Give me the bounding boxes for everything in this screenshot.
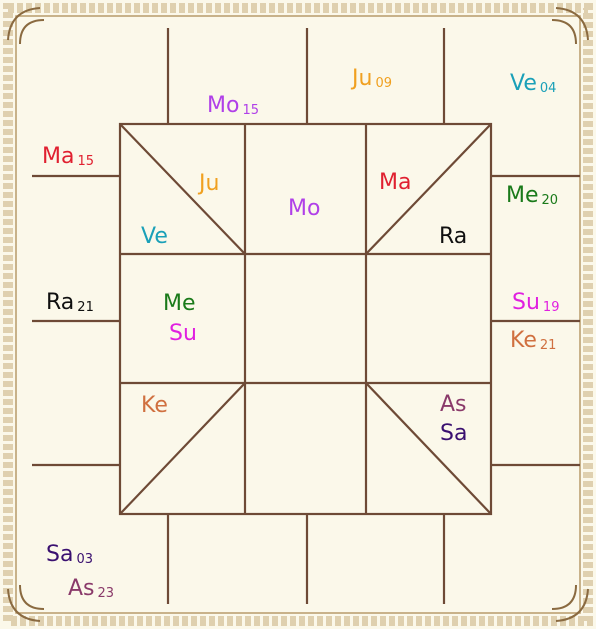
- house-planet-sa: Sa: [440, 423, 467, 445]
- outer-planet-degree: 15: [242, 103, 259, 118]
- house-planet-su: Su: [169, 323, 197, 345]
- outer-planet-name: Su: [512, 290, 540, 315]
- outer-planet-degree: 20: [542, 193, 559, 208]
- outer-planet-name: Ju: [352, 66, 372, 91]
- border-inner-line: [16, 16, 580, 613]
- outer-planet-name: As: [68, 576, 95, 601]
- outer-planet-name: Sa: [46, 542, 73, 567]
- outer-planet-degree: 21: [540, 338, 557, 353]
- outer-planet-degree: 09: [375, 76, 392, 91]
- chart-lines: [32, 28, 580, 604]
- house-planet-mo: Mo: [288, 198, 320, 220]
- outer-planet-name: Mo: [207, 93, 239, 118]
- house-planet-ma: Ma: [379, 172, 411, 194]
- outer-planet-name: Ma: [42, 144, 74, 169]
- outer-planet-degree: 15: [77, 154, 94, 169]
- house-planet-ju: Ju: [199, 173, 219, 195]
- corner-ornament-icon: [8, 8, 588, 621]
- ornamental-border: [8, 8, 588, 621]
- outer-planet-name: Me: [506, 183, 539, 208]
- outer-planet-degree: 04: [540, 81, 557, 96]
- outer-planet-name: Ra: [46, 290, 74, 315]
- outer-planet-degree: 23: [98, 586, 115, 601]
- outer-planet-name: Ve: [510, 71, 537, 96]
- house-planet-as: As: [440, 394, 467, 416]
- house-planet-ke: Ke: [141, 395, 168, 417]
- house-planet-ra: Ra: [439, 226, 467, 248]
- outer-planet-name: Ke: [510, 328, 537, 353]
- outer-planet-degree: 21: [77, 300, 94, 315]
- outer-planet-degree: 03: [76, 552, 93, 567]
- outer-planet-degree: 19: [543, 300, 560, 315]
- house-planet-me: Me: [163, 293, 196, 315]
- house-planet-ve: Ve: [141, 226, 168, 248]
